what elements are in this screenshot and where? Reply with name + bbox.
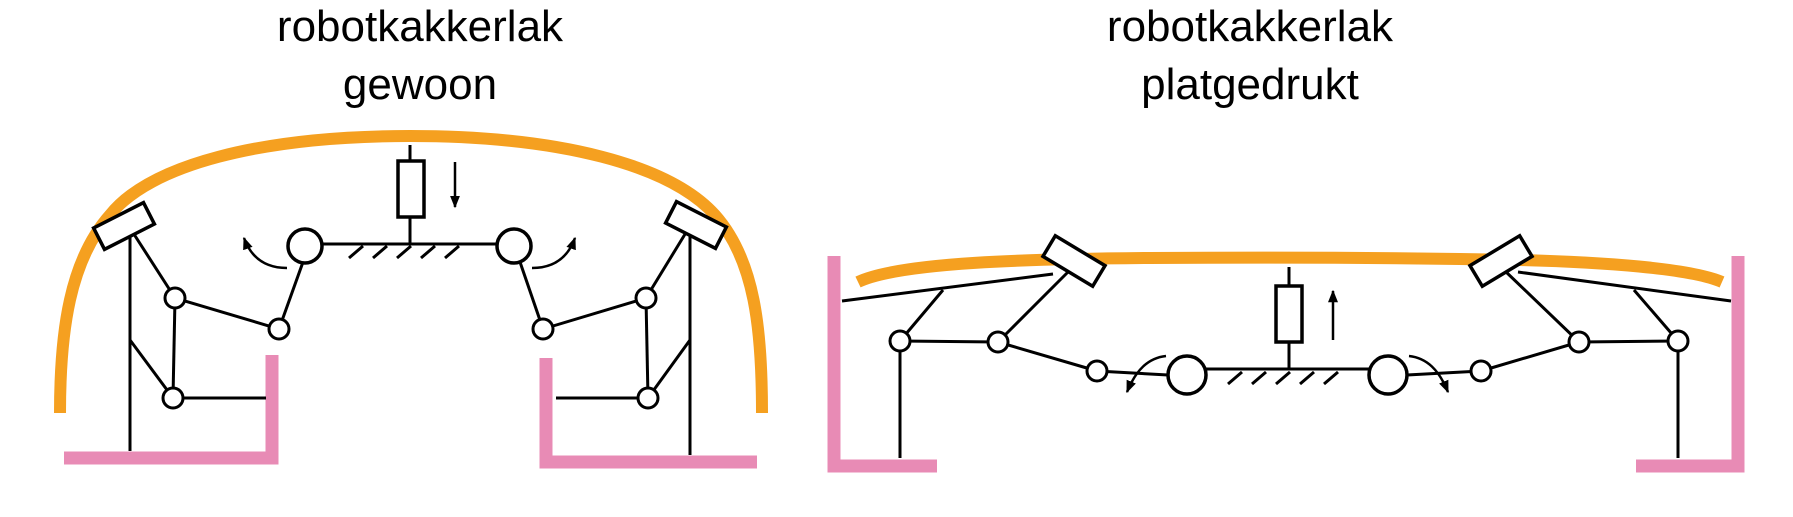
flattened-left-knee-joint: [986, 330, 1010, 354]
flattened-left-wall: [827, 256, 937, 473]
flattened-right-leg: [1406, 233, 1732, 458]
panel-title-flattened: robotkakkerlak platgedrukt: [990, 0, 1510, 114]
normal-right-hip-joint: [495, 227, 533, 265]
normal-left-leg: [91, 200, 305, 451]
normal-right-wall: [539, 358, 757, 469]
flattened-left-rotation-arrow: [1125, 354, 1167, 394]
normal-right-knee-joint: [634, 286, 658, 310]
normal-left-wall: [64, 355, 279, 465]
normal-robot: [54, 129, 768, 469]
flattened-right-rotation-arrow: [1408, 354, 1450, 394]
flattened-robot: [827, 233, 1745, 473]
flattened-left-outer-joint: [888, 329, 912, 353]
normal-shell-arc: [54, 129, 768, 414]
flattened-body: [1125, 267, 1450, 396]
flattened-shell: [855, 251, 1725, 288]
normal-right-leg: [518, 199, 729, 455]
normal-body: [242, 145, 577, 270]
panel-title-normal: robotkakkerlak gewoon: [150, 0, 690, 114]
flattened-right-wall: [1636, 256, 1745, 473]
normal-right-rotation-arrow: [531, 236, 577, 270]
normal-left-foot-block: [91, 200, 157, 252]
normal-spring-damper: [396, 159, 426, 219]
normal-left-lower-joint: [161, 386, 185, 410]
flattened-right-hip-joint: [1367, 354, 1409, 396]
panel-title-normal-line1: robotkakkerlak: [276, 2, 564, 51]
normal-right-ankle-joint: [531, 317, 555, 341]
flattened-right-foot-block: [1467, 233, 1535, 289]
panel-title-flattened-line2: platgedrukt: [1141, 60, 1359, 109]
flattened-right-outer-joint: [1666, 329, 1690, 353]
normal-left-knee-joint: [163, 286, 187, 310]
panel-title-flattened-line1: robotkakkerlak: [1106, 2, 1394, 51]
flattened-right-knee-joint: [1567, 330, 1591, 354]
flattened-right-ankle-joint: [1469, 359, 1493, 383]
flattened-left-hip-joint: [1166, 354, 1208, 396]
flattened-left-foot-block: [1040, 233, 1108, 289]
flattened-left-leg: [841, 233, 1169, 458]
flattened-left-ankle-joint: [1085, 359, 1109, 383]
normal-right-lower-joint: [636, 386, 660, 410]
flattened-spring-damper: [1274, 284, 1304, 344]
normal-left-ankle-joint: [267, 317, 291, 341]
normal-right-foot-block: [663, 199, 729, 251]
panel-title-normal-line2: gewoon: [342, 60, 498, 109]
normal-left-rotation-arrow: [242, 236, 288, 270]
normal-left-hip-joint: [286, 227, 324, 265]
